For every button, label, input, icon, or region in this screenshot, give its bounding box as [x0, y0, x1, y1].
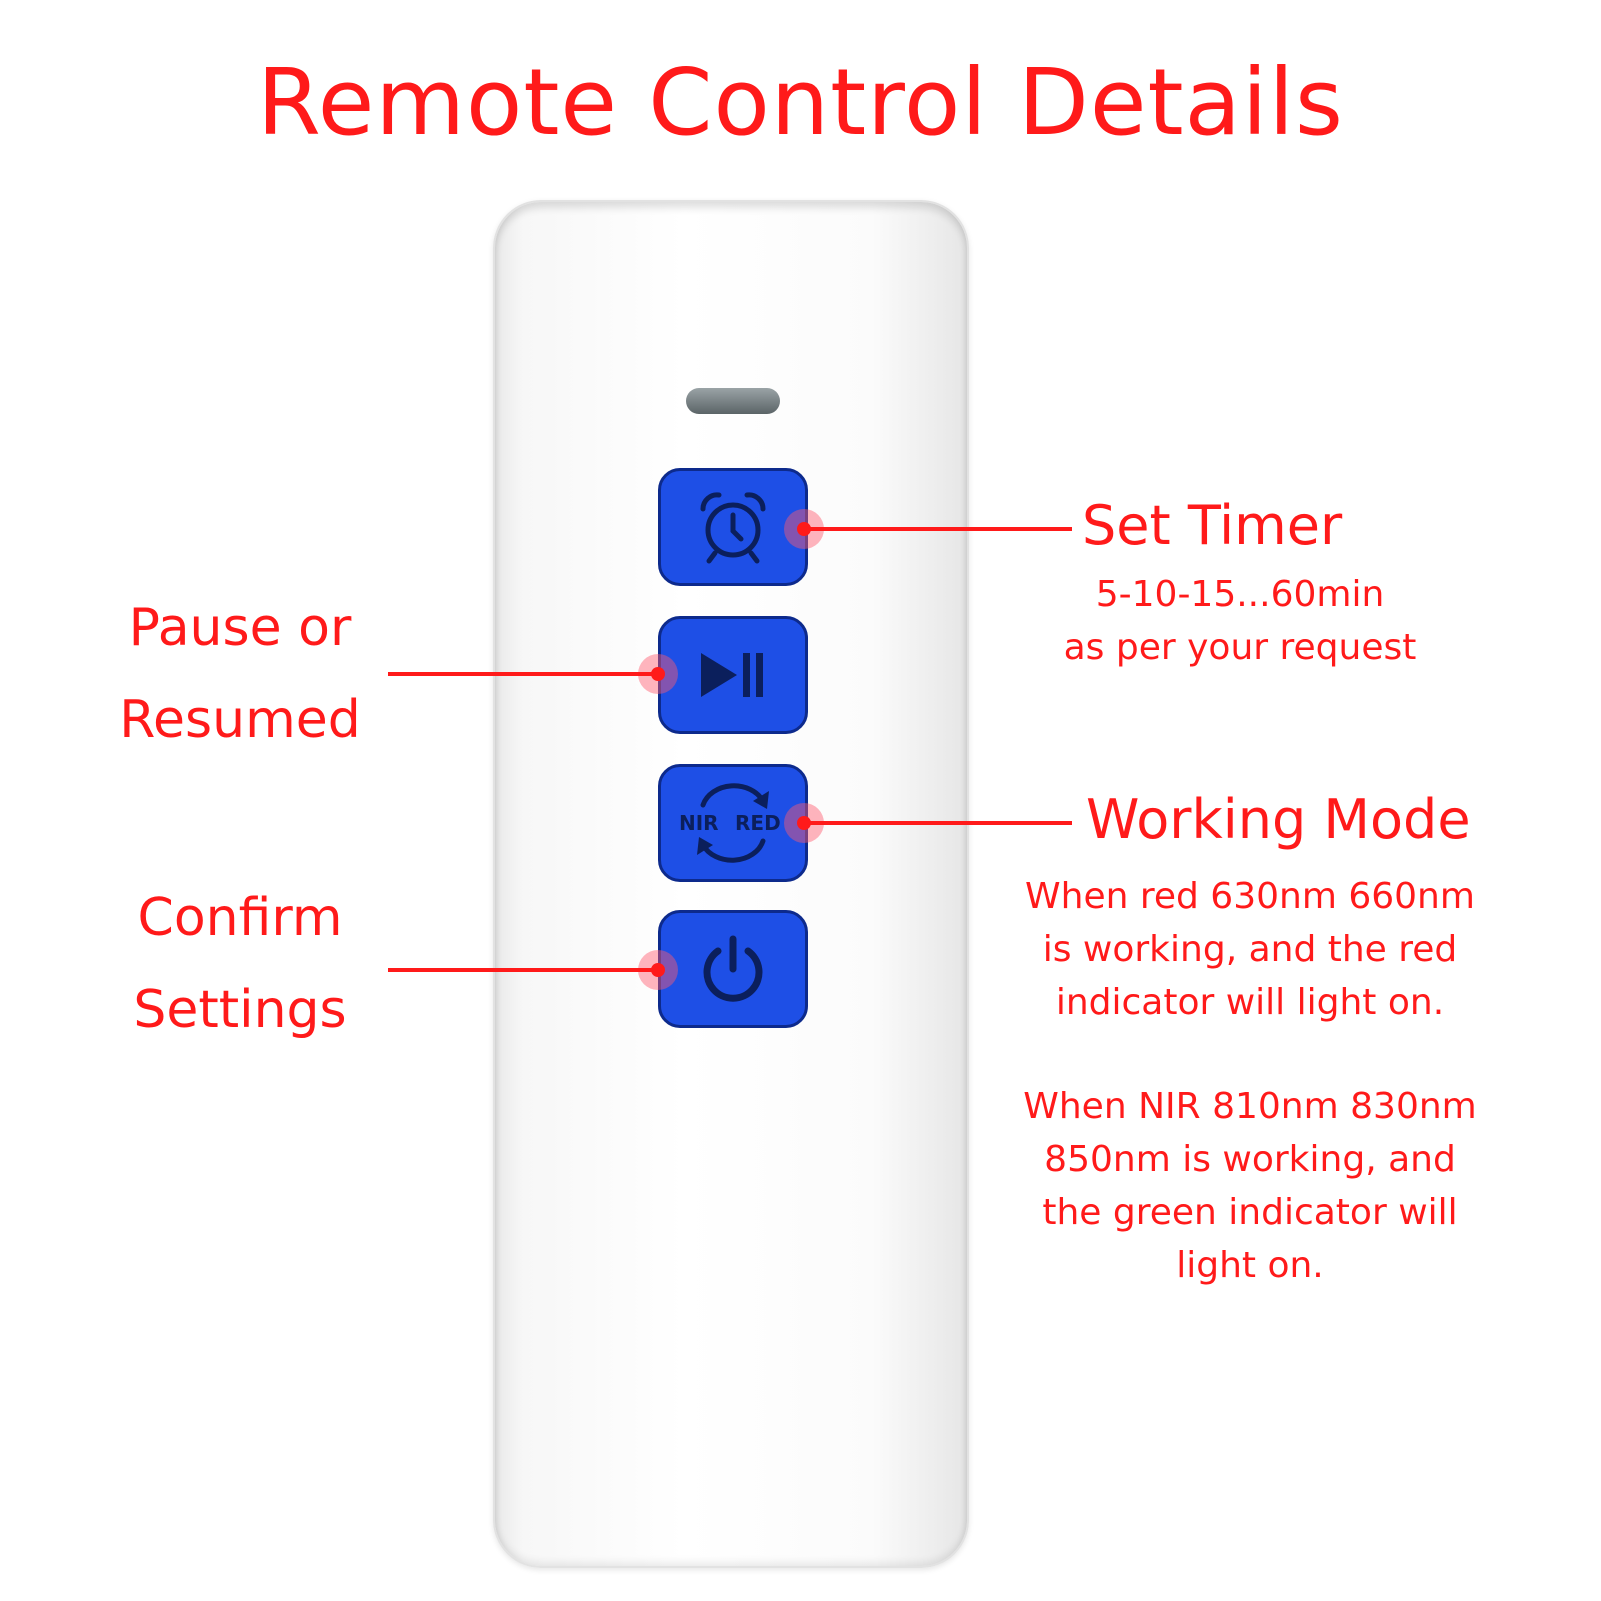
mode-nir-label: NIR	[679, 811, 719, 835]
pause-line-1: Pause or	[128, 598, 352, 658]
timer-callout-line	[804, 527, 1072, 531]
confirm-callout-label: Confirm Settings	[100, 872, 380, 1056]
page-title: Remote Control Details	[257, 49, 1344, 156]
mode-red-label: RED	[735, 811, 781, 835]
mode-nir-line-2: 850nm is working, and	[1044, 1139, 1456, 1180]
mode-nir-line-3: the green indicator will	[1042, 1192, 1458, 1233]
mode-nir-line-4: light on.	[1176, 1245, 1324, 1286]
confirm-line-2: Settings	[133, 980, 347, 1040]
working-mode-description-red: When red 630nm 660nm is working, and the…	[990, 870, 1510, 1029]
pause-callout-label: Pause or Resumed	[100, 582, 380, 766]
power-icon	[703, 935, 763, 1002]
pause-callout-line	[388, 672, 658, 676]
working-mode-button[interactable]: NIR RED	[658, 764, 808, 882]
pause-line-2: Resumed	[119, 690, 361, 750]
set-timer-line-1: 5-10-15...60min	[1095, 574, 1385, 615]
mode-red-line-1: When red 630nm 660nm	[1025, 876, 1475, 917]
indicator-light	[686, 388, 780, 414]
set-timer-line-2: as per your request	[1063, 627, 1417, 668]
confirm-line-1: Confirm	[137, 888, 343, 948]
mode-nir-line-1: When NIR 810nm 830nm	[1023, 1086, 1477, 1127]
alarm-clock-icon	[700, 492, 766, 564]
play-pause-button[interactable]	[658, 616, 808, 734]
working-mode-description-nir: When NIR 810nm 830nm 850nm is working, a…	[990, 1080, 1510, 1292]
mode-red-line-3: indicator will light on.	[1055, 982, 1445, 1023]
mode-red-line-2: is working, and the red	[1042, 929, 1458, 970]
confirm-callout-line	[388, 968, 658, 972]
remote-control-body	[493, 200, 969, 1568]
working-mode-heading: Working Mode	[1086, 788, 1471, 851]
power-button[interactable]	[658, 910, 808, 1028]
play-pause-icon	[701, 653, 763, 697]
mode-callout-line	[804, 821, 1072, 825]
timer-button[interactable]	[658, 468, 808, 586]
set-timer-heading: Set Timer	[1082, 494, 1343, 557]
cycle-arrows-icon	[697, 783, 769, 863]
set-timer-description: 5-10-15...60min as per your request	[1010, 568, 1470, 674]
